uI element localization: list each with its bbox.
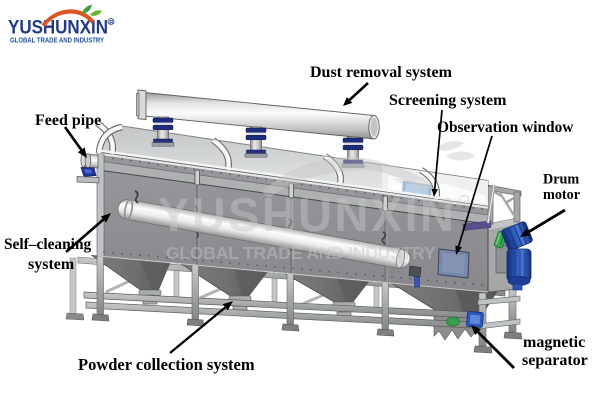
svg-text:separator: separator bbox=[522, 352, 588, 369]
svg-text:motor: motor bbox=[543, 187, 580, 203]
svg-text:Dust removal system: Dust removal system bbox=[310, 64, 453, 81]
svg-text:Drum: Drum bbox=[543, 171, 579, 187]
svg-text:Feed pipe: Feed pipe bbox=[35, 112, 101, 129]
svg-text:GLOBAL TRADE AND INDUSTRY: GLOBAL TRADE AND INDUSTRY bbox=[10, 36, 104, 45]
svg-text:YUSHUNXIN: YUSHUNXIN bbox=[158, 188, 456, 241]
svg-text:R: R bbox=[109, 20, 113, 26]
svg-text:Self–cleaning: Self–cleaning bbox=[4, 236, 92, 253]
svg-text:Powder collection system: Powder collection system bbox=[78, 355, 255, 374]
svg-text:Observation window: Observation window bbox=[437, 119, 574, 136]
svg-text:GLOBAL TRADE AND INDUSTRY: GLOBAL TRADE AND INDUSTRY bbox=[166, 243, 438, 263]
svg-text:YUSHUNXIN: YUSHUNXIN bbox=[8, 18, 108, 39]
svg-text:system: system bbox=[28, 256, 75, 273]
svg-text:magnetic: magnetic bbox=[523, 334, 585, 351]
svg-text:Screening system: Screening system bbox=[389, 92, 507, 109]
